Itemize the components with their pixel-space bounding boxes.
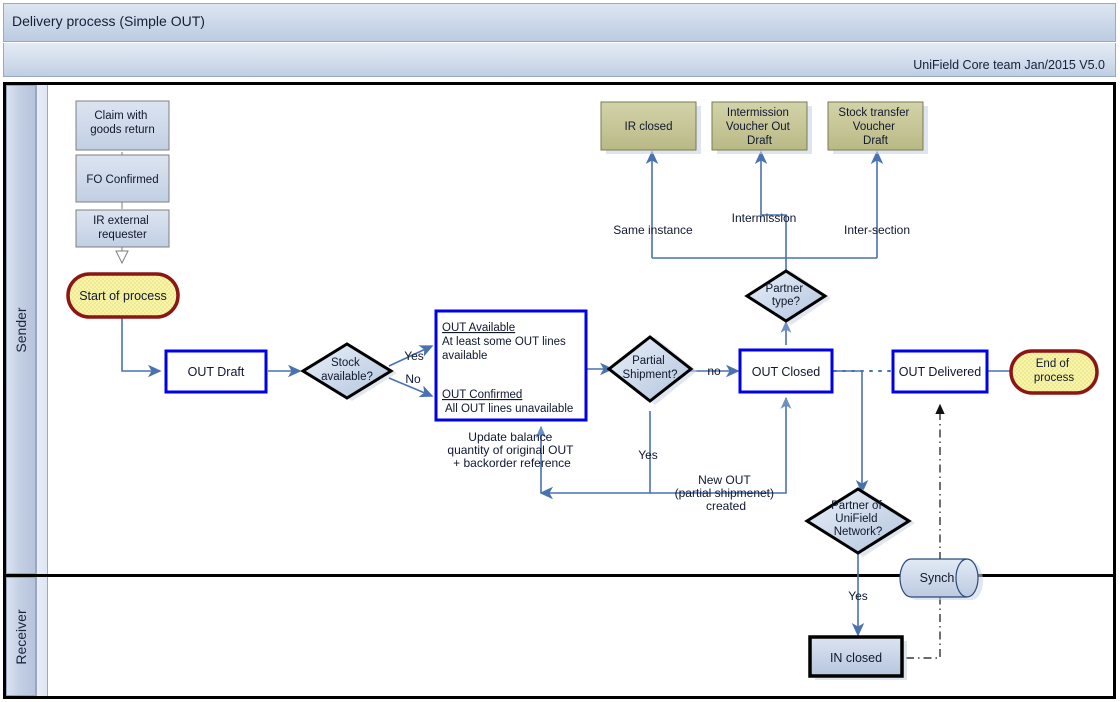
lane-header-receiver: Receiver [6,577,36,696]
version-note: UniField Core team Jan/2015 V5.0 [913,58,1105,72]
lane-gutter-sender [36,85,48,574]
page-title: Delivery process (Simple OUT) [12,13,205,29]
lane-header-sender: Sender [6,85,36,574]
lane-label-sender: Sender [13,306,29,353]
lane-label-receiver: Receiver [13,608,29,665]
lane-divider [6,574,1113,577]
subtitle-bar: UniField Core team Jan/2015 V5.0 [3,43,1116,77]
title-bar: Delivery process (Simple OUT) [3,3,1116,42]
process-pool: Sender Receiver [3,82,1116,699]
lane-gutter-receiver [36,577,48,696]
